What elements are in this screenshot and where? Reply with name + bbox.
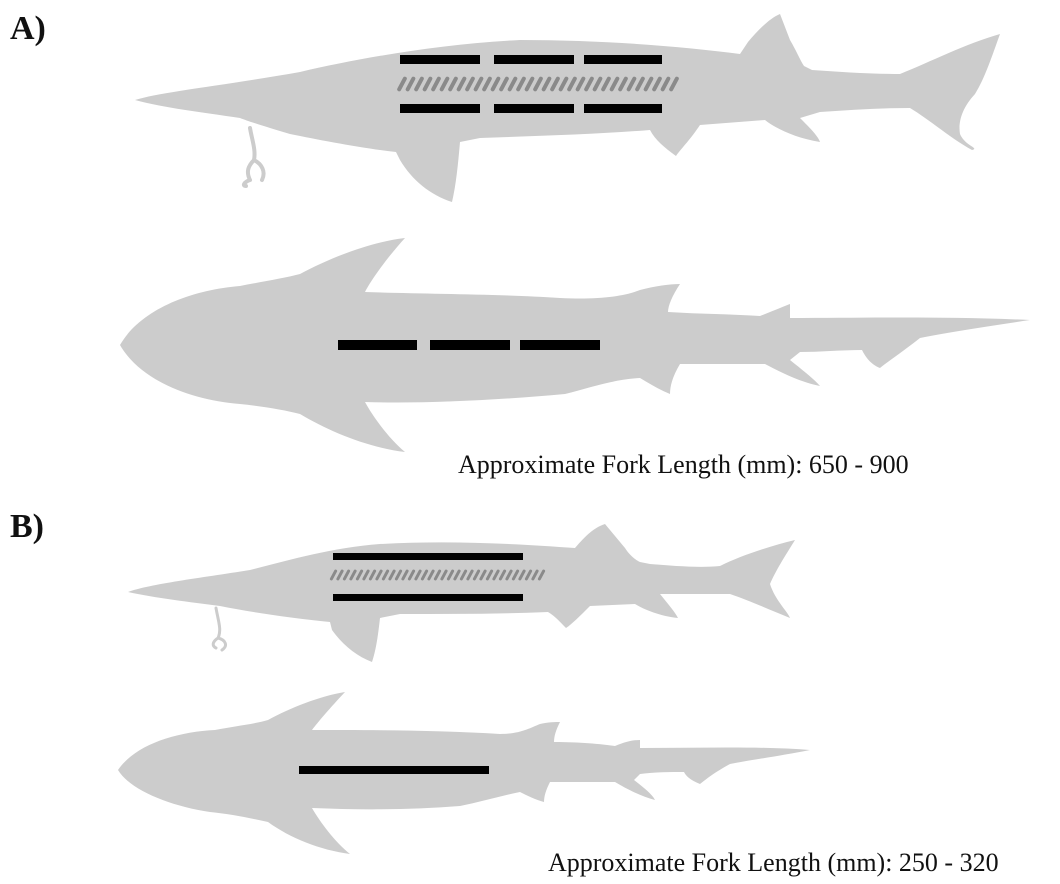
- panel-a-barbels: [244, 128, 264, 186]
- panel-a-dorsal-bars: [338, 340, 600, 350]
- panel-a-lateral-fish: [135, 14, 1000, 202]
- panel-b-barbels: [213, 608, 225, 650]
- panel-a-dorsal-fish: [120, 238, 1030, 452]
- panel-b-label: B): [10, 510, 44, 544]
- panel-b-caption: Approximate Fork Length (mm): 250 - 320: [548, 850, 999, 876]
- panel-b-lateral-fish: [128, 524, 795, 662]
- panel-a-bars-top: [400, 55, 662, 64]
- panel-b-dorsal-fish: [118, 692, 810, 854]
- panel-a-bars-bottom: [400, 104, 662, 113]
- panel-b-dorsal-bar: [299, 766, 489, 774]
- panel-a-label: A): [10, 12, 46, 46]
- panel-b-lateral-silhouette: [128, 524, 795, 662]
- panel-a-caption: Approximate Fork Length (mm): 650 - 900: [458, 452, 909, 478]
